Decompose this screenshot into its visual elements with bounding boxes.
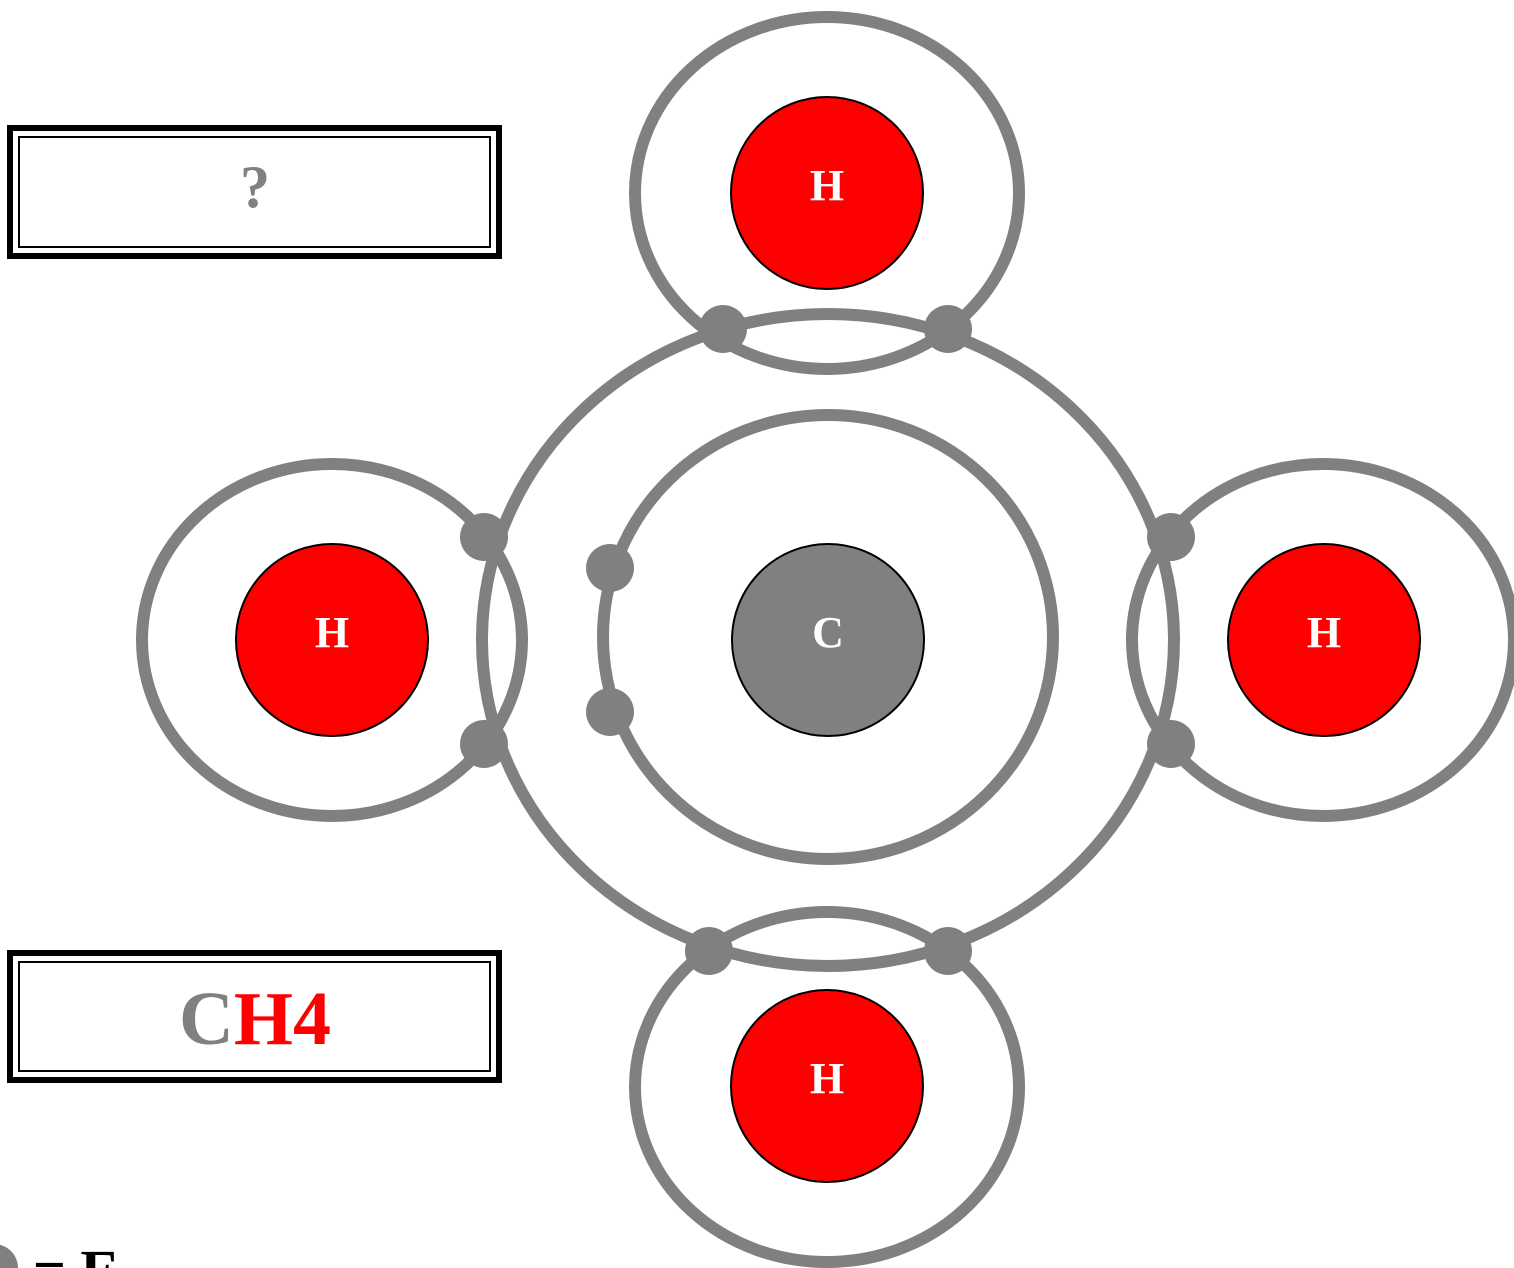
electron-bottom-left	[685, 927, 733, 975]
hydrogen-right-label: H	[1307, 608, 1341, 657]
formula-box-outer-border	[7, 950, 502, 1083]
electron-left-top	[460, 513, 508, 561]
carbon-label: C	[812, 608, 844, 657]
hydrogen-bottom-nucleus	[730, 989, 924, 1183]
formula-box-inner-border	[18, 961, 491, 1072]
electron-left-bottom	[460, 720, 508, 768]
electron-top-left	[699, 305, 747, 353]
question-mark: ?	[240, 154, 270, 220]
hydrogen-left-nucleus	[235, 543, 429, 737]
hydrogen-left-shell	[136, 458, 528, 822]
carbon-inner-shell	[597, 409, 1059, 865]
hydrogen-bottom-label: H	[810, 1054, 844, 1103]
hydrogen-top-label: H	[810, 161, 844, 210]
electron-top-right	[924, 305, 972, 353]
formula-box: CH4	[7, 950, 502, 1083]
electron-right-top	[1147, 513, 1195, 561]
question-box-inner-border	[18, 136, 491, 248]
electron-inner-top	[586, 544, 634, 592]
formula-carbon: C	[179, 977, 234, 1061]
legend: = E	[0, 1238, 119, 1268]
electron-right-bottom	[1147, 720, 1195, 768]
hydrogen-top-shell	[629, 11, 1025, 375]
hydrogen-bottom-shell	[629, 906, 1025, 1268]
hydrogen-top-nucleus	[730, 96, 924, 290]
electron-bottom-right	[924, 927, 972, 975]
hydrogen-right-nucleus	[1227, 543, 1421, 737]
question-box-outer-border	[7, 125, 502, 259]
hydrogen-left-label: H	[315, 608, 349, 657]
carbon-outer-shell	[476, 308, 1180, 972]
hydrogen-right-shell	[1126, 458, 1514, 822]
legend-text: = E	[33, 1238, 119, 1268]
legend-electron-icon	[0, 1244, 18, 1268]
question-box: ?	[7, 125, 502, 259]
carbon-nucleus	[731, 543, 925, 737]
formula-hydrogen: H4	[234, 977, 331, 1061]
electron-inner-bottom	[586, 688, 634, 736]
formula-text: CH4	[179, 977, 331, 1061]
